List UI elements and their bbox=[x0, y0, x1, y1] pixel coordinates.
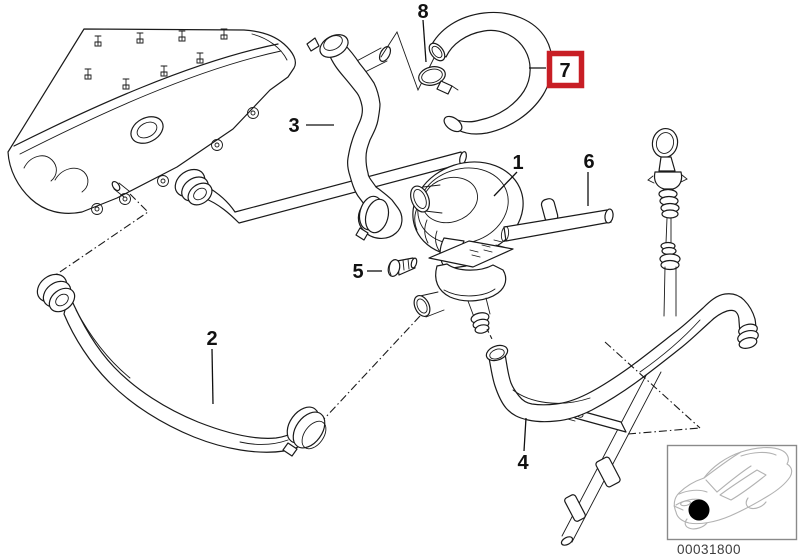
highlight-box[interactable] bbox=[546, 50, 585, 89]
callout-6-label[interactable]: 6 bbox=[583, 151, 594, 173]
callout-2[interactable]: 2 bbox=[206, 328, 217, 350]
bolt-5 bbox=[387, 257, 418, 277]
callout-2-label[interactable]: 2 bbox=[206, 328, 217, 350]
vent-hose-4 bbox=[485, 293, 759, 423]
crankcase-vent-valve bbox=[410, 161, 614, 334]
callout-1[interactable]: 1 bbox=[512, 152, 523, 174]
cover-studs bbox=[84, 28, 228, 90]
hose3-stub-port bbox=[378, 46, 392, 62]
locator-line-valve-to-hose2 bbox=[323, 315, 421, 420]
hose3-lower-clamp bbox=[355, 195, 390, 241]
valve-bracket bbox=[428, 240, 514, 268]
vent-hose-3 bbox=[306, 34, 403, 241]
hose7-cuff-end bbox=[443, 115, 463, 133]
callout-4-label[interactable]: 4 bbox=[517, 452, 529, 474]
car-locator-frame bbox=[666, 444, 798, 541]
hose3-top-clamp bbox=[306, 34, 349, 58]
car-locator-panel bbox=[666, 444, 798, 541]
callout-3[interactable]: 3 bbox=[288, 115, 299, 137]
vent-pipe-of-hose-3 bbox=[174, 151, 467, 224]
location-marker-dot bbox=[688, 499, 710, 521]
locator-line-to-car-box-a bbox=[604, 341, 701, 429]
callout-8[interactable]: 8 bbox=[417, 1, 428, 23]
vent-hose-2 bbox=[36, 273, 327, 457]
dipstick-grip bbox=[653, 171, 683, 190]
oil-dipstick bbox=[647, 127, 688, 256]
cover-vent-spout bbox=[111, 180, 130, 198]
connecting-pipe-6 bbox=[500, 208, 614, 242]
callout-4[interactable]: 4 bbox=[517, 452, 529, 474]
callout-7-label[interactable]: 7 bbox=[559, 60, 570, 82]
dipstick-bellows bbox=[658, 188, 680, 219]
callout-7-highlighted[interactable]: 7 bbox=[546, 50, 585, 89]
hose4-end-fitting bbox=[737, 323, 759, 349]
car-silhouette bbox=[673, 447, 793, 530]
diagram-part-number: 00031800 bbox=[677, 542, 741, 557]
valve-lower-housing bbox=[435, 263, 507, 302]
valve-lower-left-port bbox=[413, 291, 445, 318]
guide-tube-sleeve bbox=[595, 456, 621, 488]
valve-upper-port bbox=[410, 184, 443, 214]
dipstick-handle bbox=[651, 127, 679, 159]
callout-8-label[interactable]: 8 bbox=[417, 1, 428, 23]
locator-line-to-car-box-b bbox=[627, 427, 701, 435]
hose7-open-end bbox=[428, 42, 446, 62]
cover-scallop bbox=[23, 155, 57, 182]
hose2-clamp-end bbox=[282, 406, 327, 457]
valve-lower-right-port bbox=[467, 297, 491, 334]
callout-5[interactable]: 5 bbox=[352, 261, 363, 283]
hose-clamp-8 bbox=[418, 66, 459, 95]
vent-hose-7-highlighted-part bbox=[428, 11, 553, 135]
locator-line-valve-to-hose4 bbox=[486, 328, 494, 342]
oil-filler-opening bbox=[130, 116, 164, 144]
callout-leaders bbox=[211, 19, 589, 452]
cover-mount-tabs bbox=[91, 107, 259, 215]
callout-3-label[interactable]: 3 bbox=[288, 115, 299, 137]
callout-1-label[interactable]: 1 bbox=[512, 152, 523, 174]
callout-5-label[interactable]: 5 bbox=[352, 261, 363, 283]
valve-cover-drawing bbox=[7, 28, 296, 215]
callout-6[interactable]: 6 bbox=[583, 151, 594, 173]
